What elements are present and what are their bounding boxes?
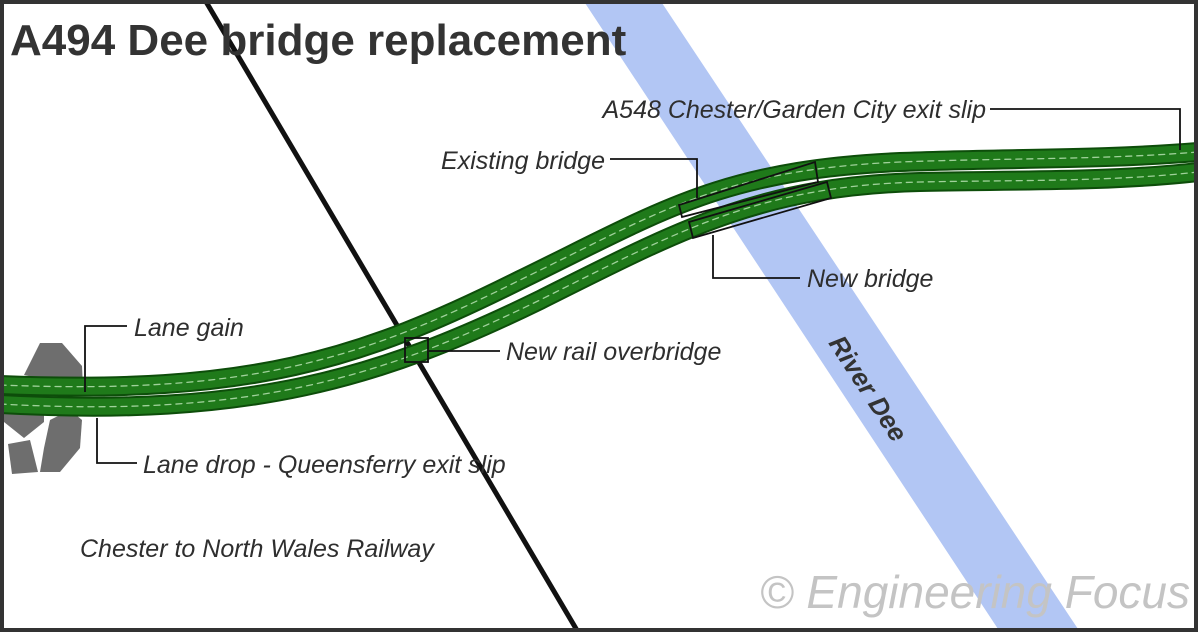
- watermark: © Engineering Focus: [760, 566, 1190, 618]
- carriageways: [0, 142, 1198, 417]
- label-lane-gain: Lane gain: [134, 314, 244, 342]
- label-a548-exit-slip: A548 Chester/Garden City exit slip: [600, 96, 986, 124]
- label-new-bridge: New bridge: [807, 265, 933, 293]
- label-railway: Chester to North Wales Railway: [80, 535, 435, 563]
- existing-bridge-outline: [677, 160, 820, 219]
- leader-lines: [84, 108, 1181, 464]
- label-lane-drop: Lane drop - Queensferry exit slip: [143, 451, 506, 479]
- rail-overbridge-box: [404, 337, 429, 363]
- label-existing-bridge: Existing bridge: [441, 147, 605, 175]
- new-bridge-outline: [687, 180, 833, 240]
- river-dee: [583, 0, 1080, 632]
- railway-line: [202, 0, 581, 632]
- page-title: A494 Dee bridge replacement: [10, 16, 627, 65]
- label-new-rail-overbridge: New rail overbridge: [506, 338, 721, 366]
